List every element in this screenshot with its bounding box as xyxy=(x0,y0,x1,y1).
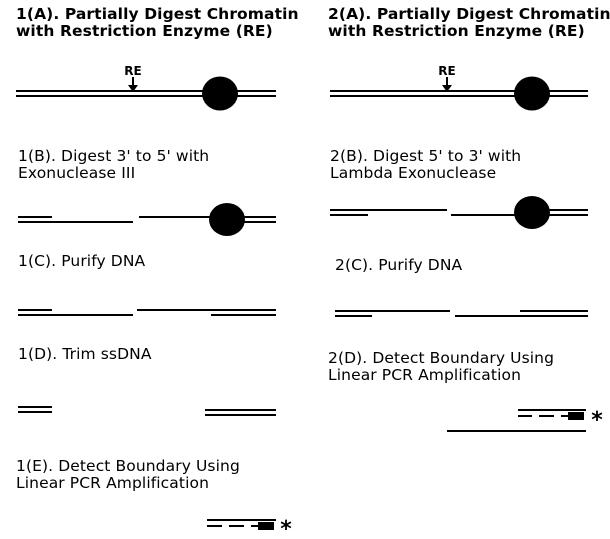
right-step-b-dna xyxy=(330,196,588,229)
left-step-e-pcr xyxy=(207,520,276,530)
right-nucleosome-b xyxy=(514,196,550,229)
right-step-c-dna xyxy=(335,311,588,316)
left-step-b-dna xyxy=(18,203,276,236)
left-nucleosome xyxy=(202,77,238,111)
right-nucleosome xyxy=(514,77,550,111)
left-step-d-dna xyxy=(18,407,276,415)
right-step-a-dna xyxy=(330,77,588,111)
right-primer-label-box xyxy=(568,412,584,420)
left-nucleosome-b xyxy=(209,203,245,236)
left-label-star-icon: * xyxy=(280,517,292,539)
right-step-d-pcr xyxy=(447,410,586,431)
right-label-star-icon: * xyxy=(591,408,603,433)
left-primer-label-box xyxy=(258,522,274,530)
left-re-label: RE xyxy=(124,64,141,78)
left-step-a-dna xyxy=(16,77,276,111)
left-step-c-dna xyxy=(18,310,276,315)
right-re-label: RE xyxy=(438,64,455,78)
